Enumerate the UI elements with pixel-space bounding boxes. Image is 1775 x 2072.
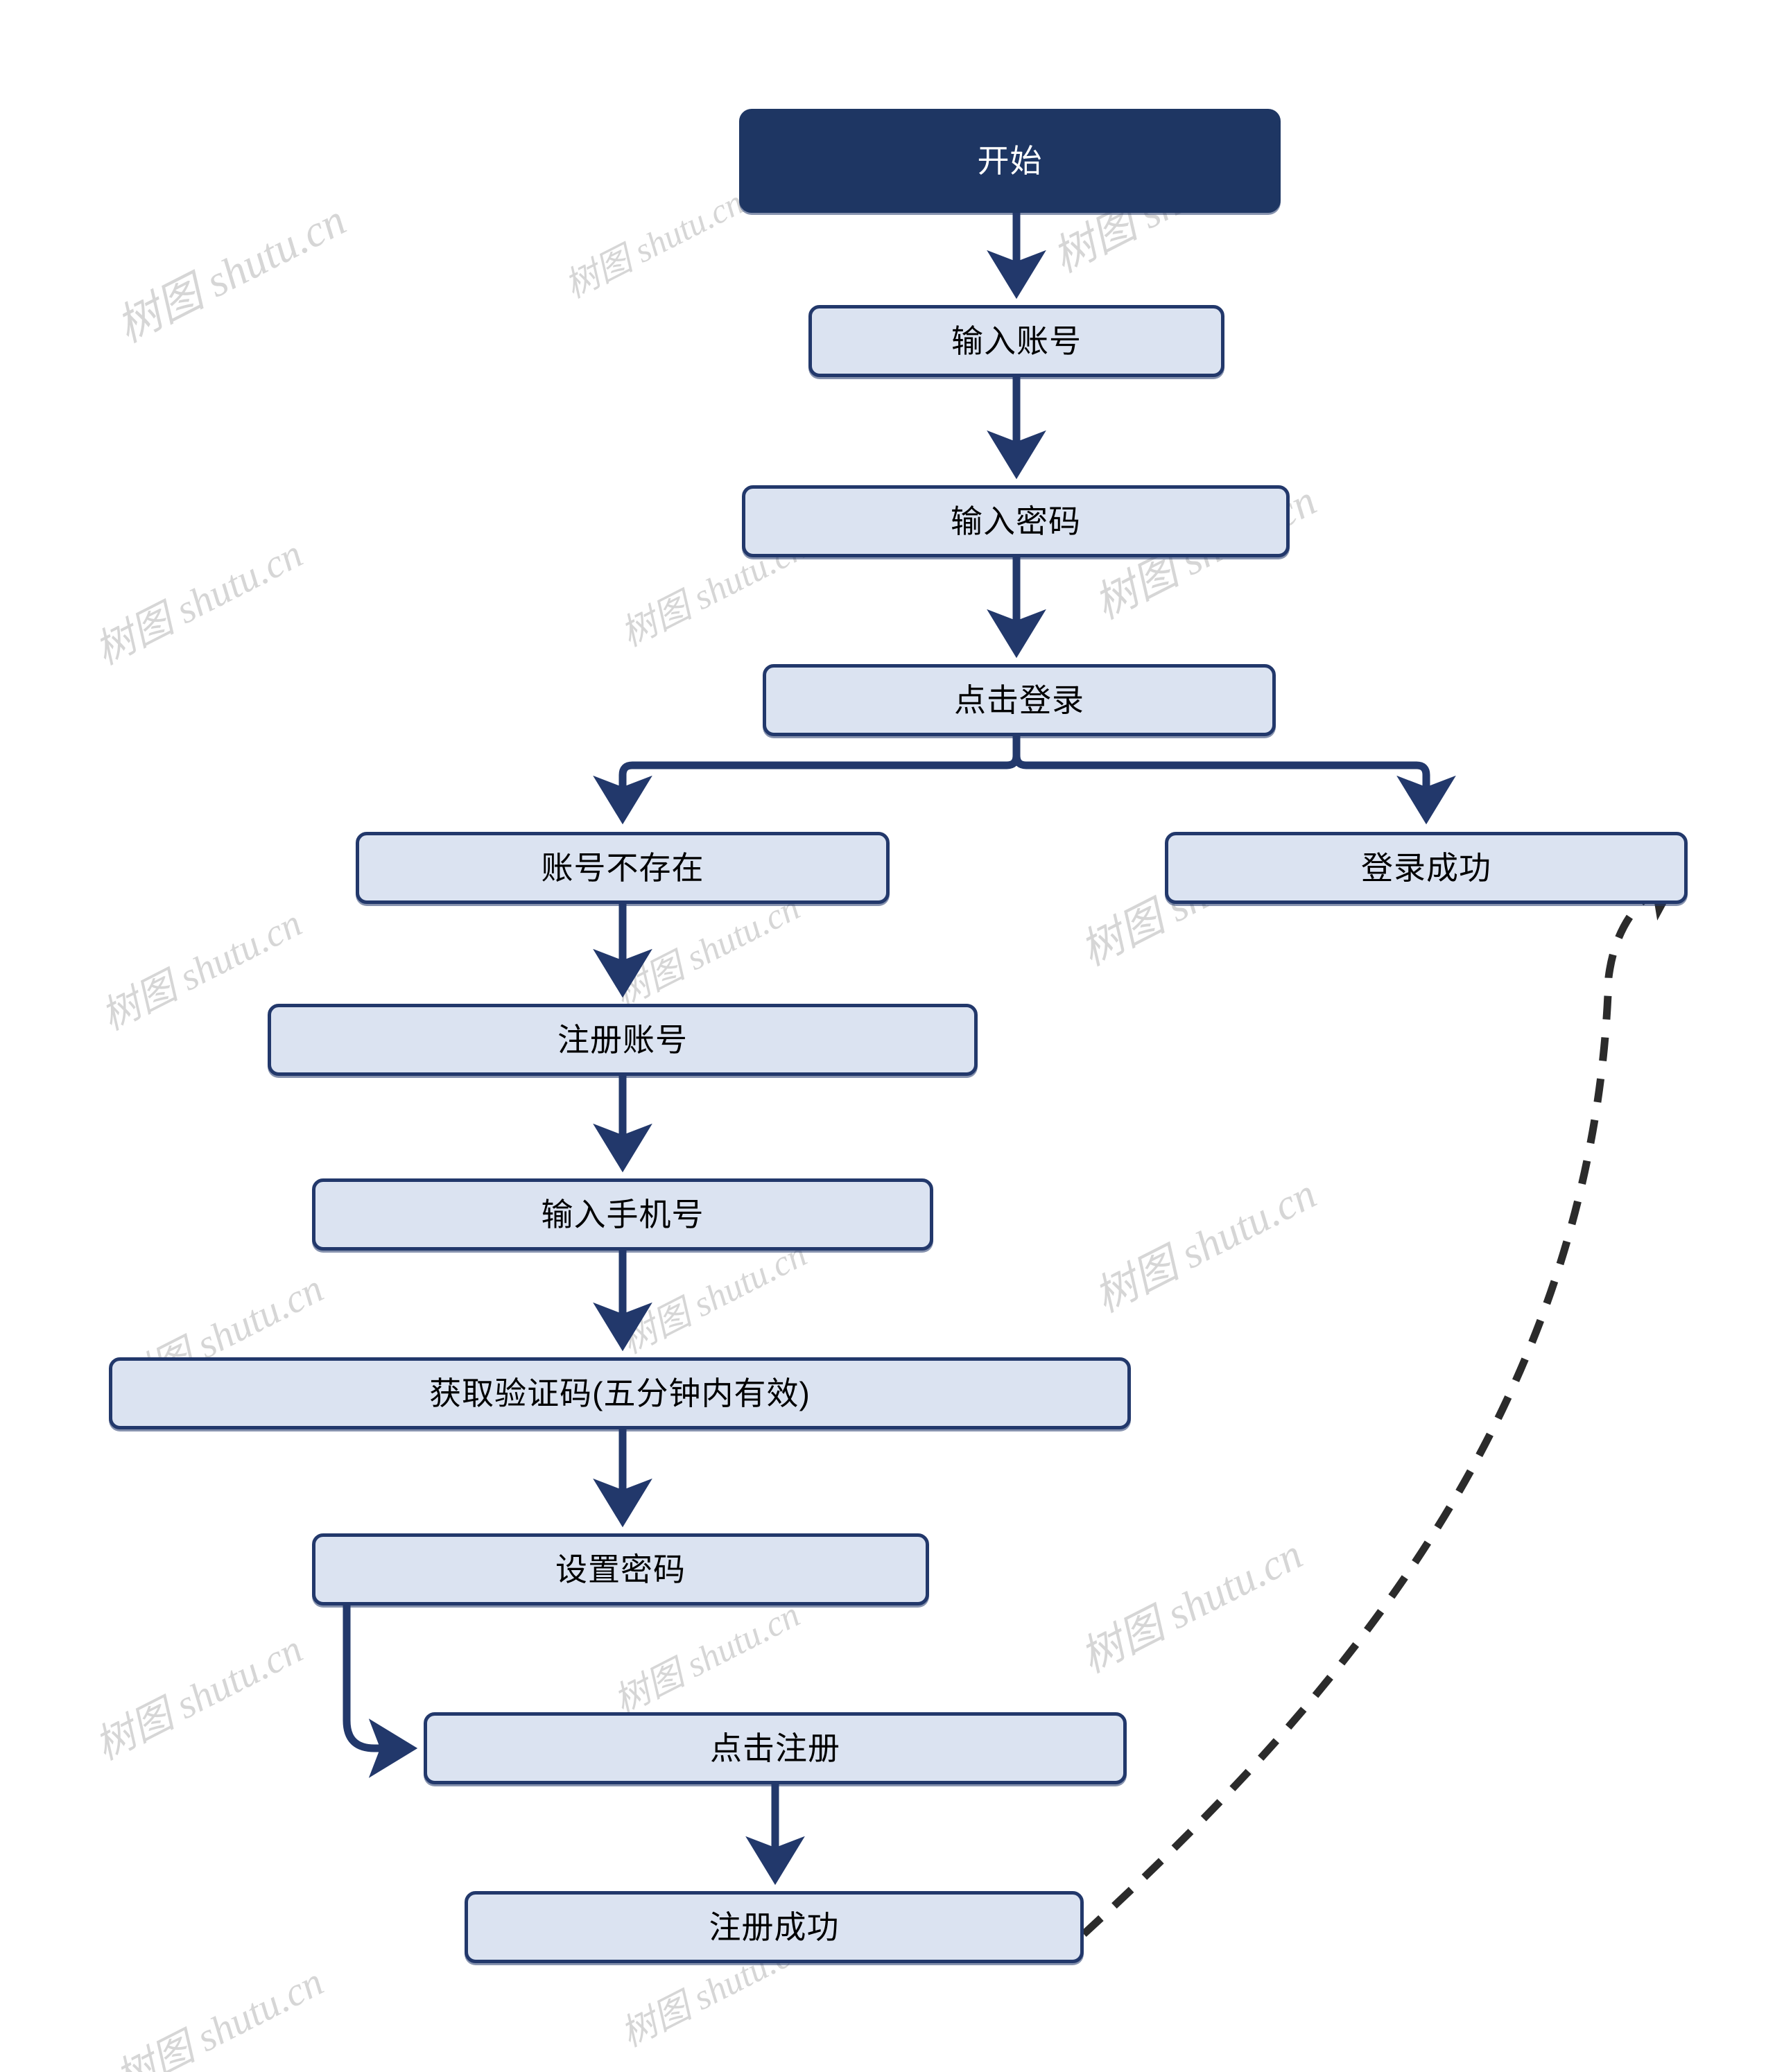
node-regok[interactable]: 注册成功 bbox=[465, 1891, 1084, 1963]
node-doregister-label: 点击注册 bbox=[710, 1730, 840, 1766]
node-account-label: 输入账号 bbox=[951, 322, 1082, 359]
node-account[interactable]: 输入账号 bbox=[808, 305, 1224, 377]
node-register[interactable]: 注册账号 bbox=[268, 1004, 978, 1076]
node-setpwd[interactable]: 设置密码 bbox=[312, 1533, 929, 1605]
node-start-label: 开始 bbox=[977, 142, 1043, 179]
node-login[interactable]: 点击登录 bbox=[763, 664, 1276, 736]
node-phone[interactable]: 输入手机号 bbox=[312, 1178, 933, 1251]
node-setpwd-label: 设置密码 bbox=[555, 1551, 686, 1587]
node-success[interactable]: 登录成功 bbox=[1165, 832, 1688, 904]
node-password-label: 输入密码 bbox=[951, 503, 1081, 539]
node-login-label: 点击登录 bbox=[954, 681, 1084, 718]
node-register-label: 注册账号 bbox=[557, 1021, 688, 1058]
node-regok-label: 注册成功 bbox=[709, 1908, 840, 1945]
node-start[interactable]: 开始 bbox=[739, 109, 1281, 213]
node-code-label: 获取验证码(五分钟内有效) bbox=[429, 1375, 811, 1411]
node-noaccount-label: 账号不存在 bbox=[541, 849, 704, 886]
node-phone-label: 输入手机号 bbox=[541, 1196, 704, 1233]
node-password[interactable]: 输入密码 bbox=[742, 485, 1290, 557]
node-doregister[interactable]: 点击注册 bbox=[424, 1712, 1127, 1784]
node-success-label: 登录成功 bbox=[1361, 849, 1491, 886]
node-noaccount[interactable]: 账号不存在 bbox=[356, 832, 890, 904]
node-code[interactable]: 获取验证码(五分钟内有效) bbox=[109, 1357, 1131, 1429]
